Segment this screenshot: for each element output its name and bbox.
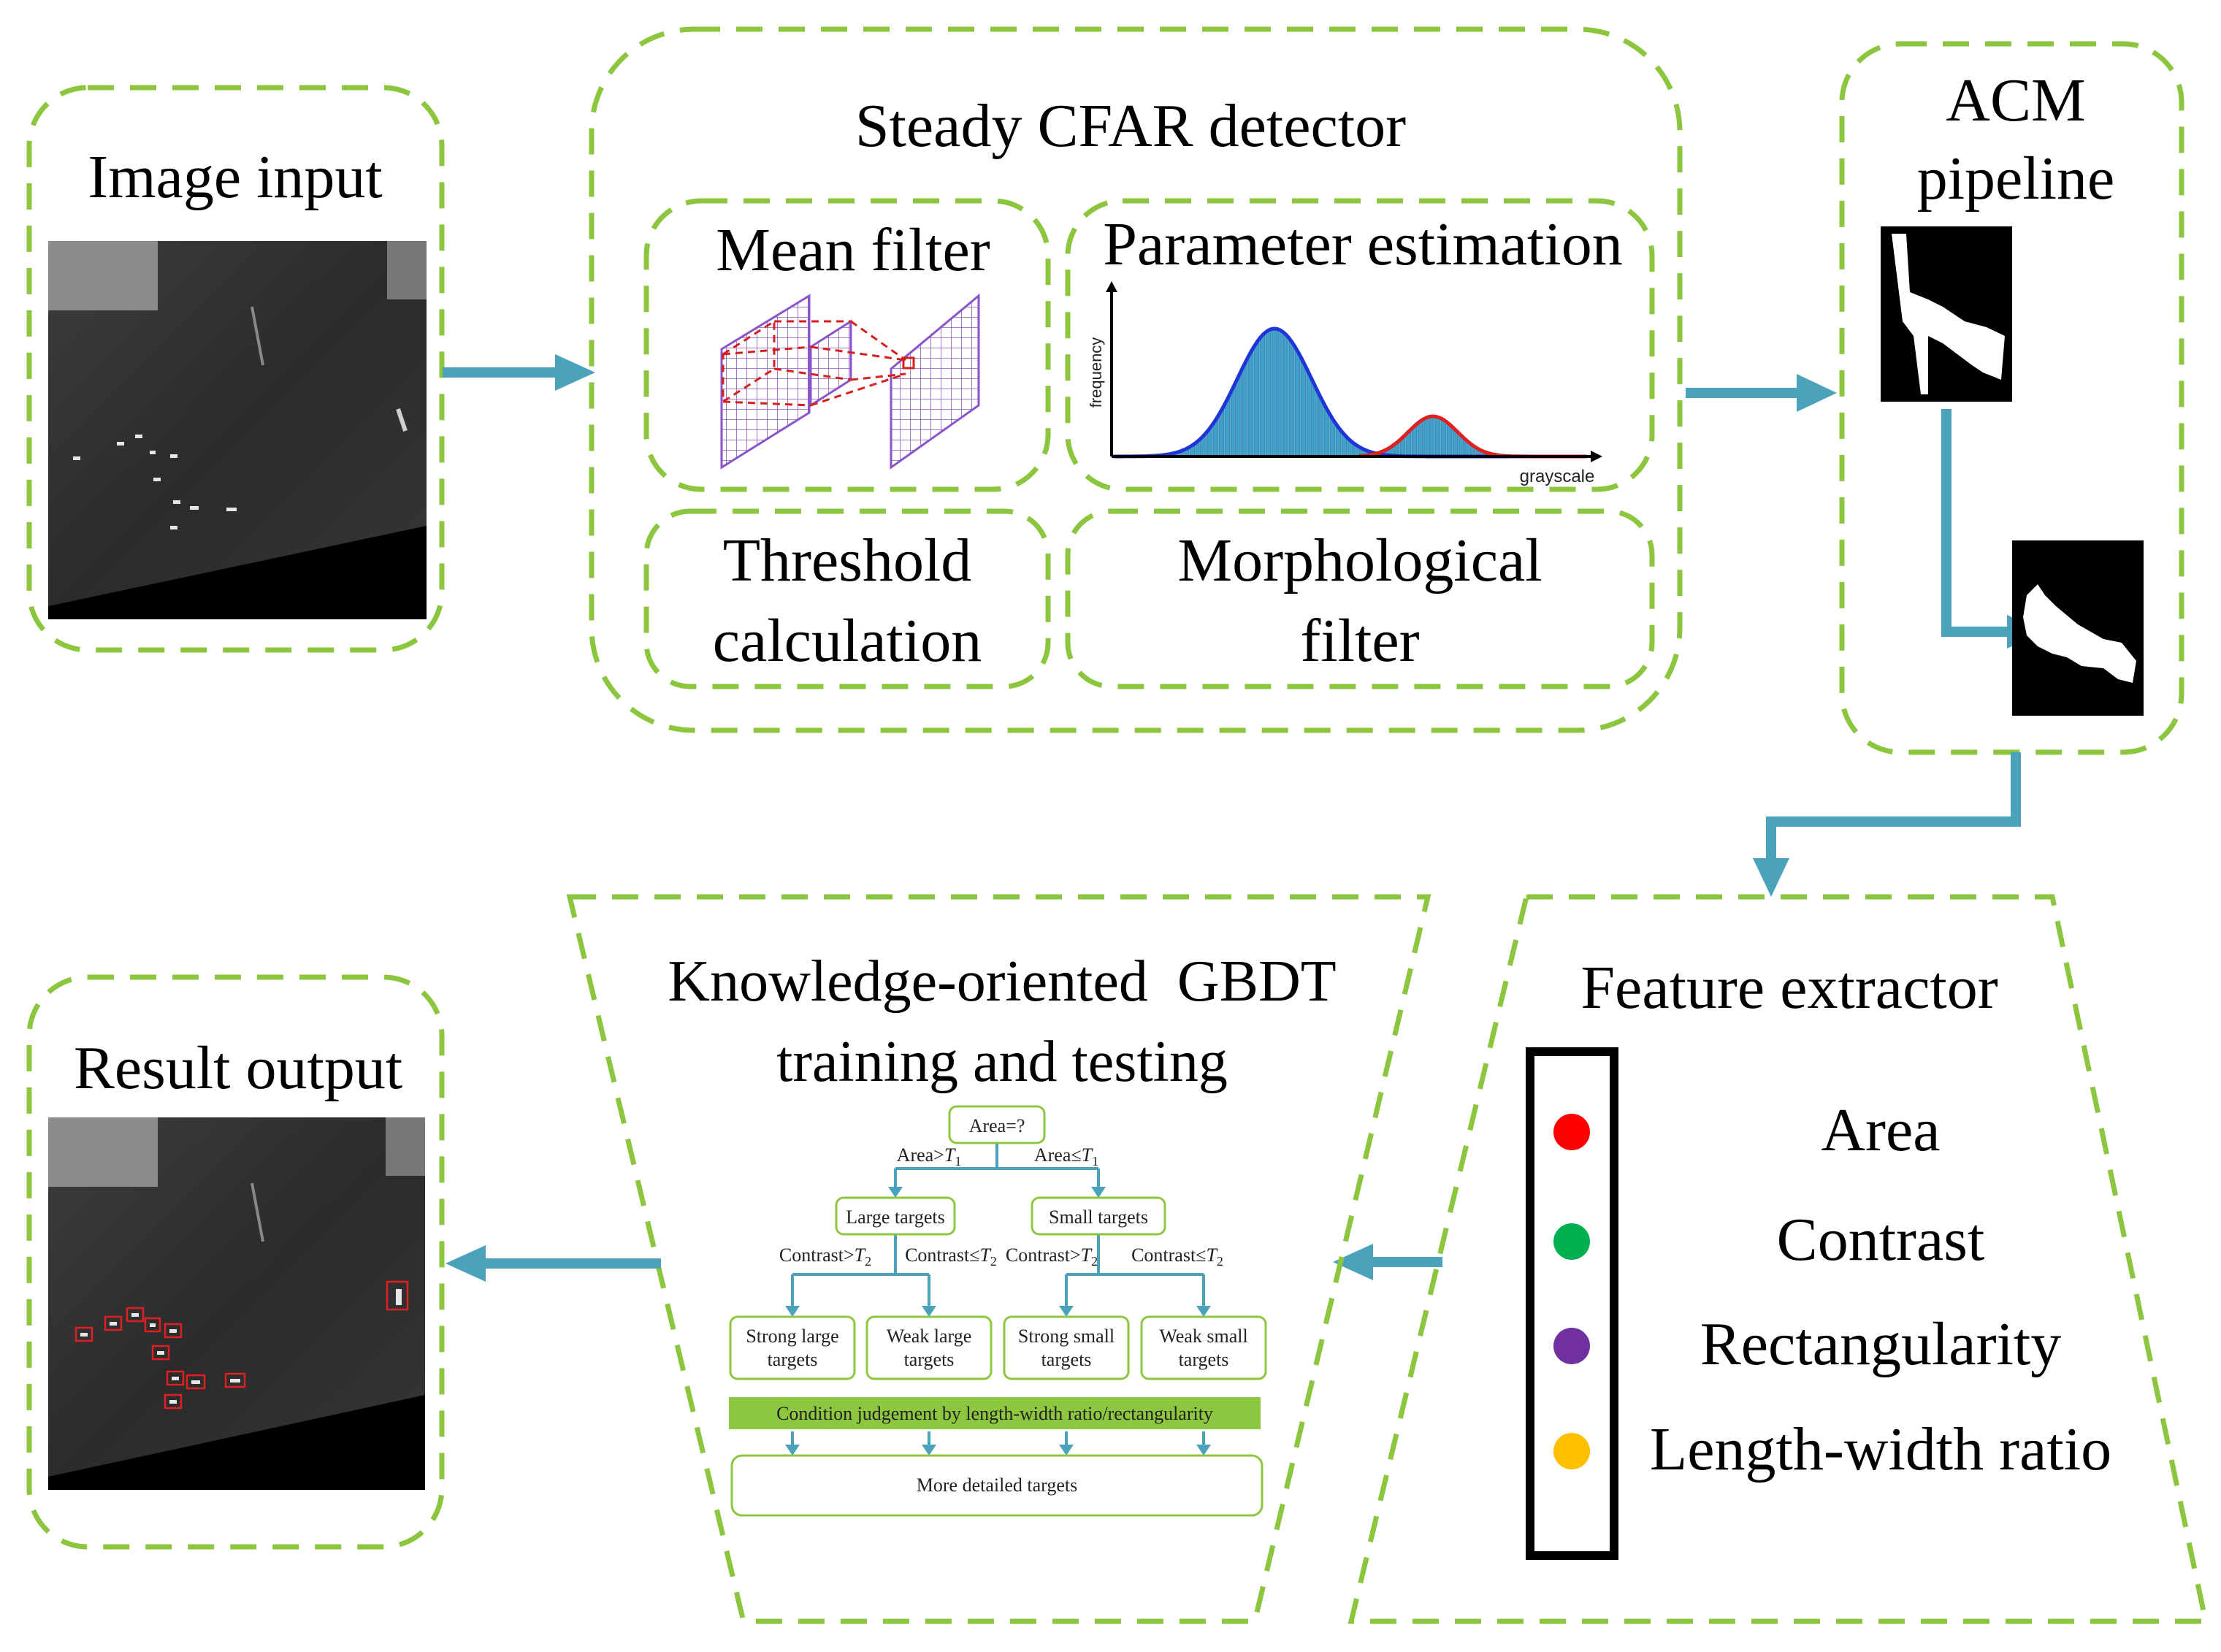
leaf-label-strong-large-1: Strong large xyxy=(746,1326,838,1347)
morph-label-line2: filter xyxy=(1300,607,1419,675)
arrow-feature-to-gbdt xyxy=(1333,1244,1442,1280)
result-dashed-border xyxy=(26,974,445,1550)
acm-title-line2: pipeline xyxy=(1917,145,2115,213)
decision-tree: Area=? Area>T1 Area≤T1 Large targets Sma… xyxy=(729,1105,1267,1517)
cfar-detector-panel: Steady CFAR detector Mean filter Para xyxy=(589,26,1683,733)
feature-label-area: Area xyxy=(1821,1096,1940,1164)
root-node xyxy=(948,1105,1046,1144)
gbdt-dashed-border xyxy=(566,894,1431,1624)
feature-dashed-border xyxy=(1347,894,2209,1624)
acm-mask-refined xyxy=(2012,540,2144,716)
parameter-estimation-box xyxy=(1065,198,1655,492)
root-node-label: Area=? xyxy=(969,1115,1025,1136)
leaf-label-weak-small-2: targets xyxy=(1179,1349,1229,1370)
input-grid xyxy=(720,294,811,470)
histogram-bars xyxy=(1114,329,1589,456)
feature-dot-rectangularity xyxy=(1553,1328,1590,1364)
leaf-node-weak-large xyxy=(865,1315,993,1380)
hist-y-label: frequency xyxy=(1087,337,1105,408)
branch-right-label: Area≤T1 xyxy=(1034,1144,1098,1169)
leaf-label-weak-small-1: Weak small xyxy=(1159,1326,1247,1347)
leaf-label-strong-large-2: targets xyxy=(768,1349,818,1370)
result-output-panel: Result output xyxy=(26,974,445,1550)
leaf-label-weak-large-2: targets xyxy=(904,1349,955,1370)
leaf-node-strong-small xyxy=(1003,1315,1130,1380)
contrast-le-right: Contrast≤T2 xyxy=(1131,1244,1223,1269)
arrow-gbdt-to-result xyxy=(446,1245,661,1282)
feature-dot-area xyxy=(1553,1114,1590,1150)
feature-label-length-width-ratio: Length-width ratio xyxy=(1650,1415,2111,1483)
leaf-label-weak-large-1: Weak large xyxy=(887,1326,972,1347)
gbdt-title-line1: Knowledge-oriented GBDT xyxy=(668,949,1336,1014)
leaf-node-strong-large xyxy=(729,1315,856,1380)
acm-pipeline-panel: ACM pipeline xyxy=(1839,41,2184,755)
contrast-gt-left: Contrast>T2 xyxy=(779,1244,871,1269)
parameter-estimation-label: Parameter estimation xyxy=(1103,210,1622,278)
image-input-title: Image input xyxy=(88,143,383,211)
hist-x-label: grayscale xyxy=(1520,467,1595,486)
morph-label-line1: Morphological xyxy=(1177,527,1542,594)
threshold-calculation-box xyxy=(643,508,1051,689)
contrast-le-left: Contrast≤T2 xyxy=(905,1244,997,1269)
feature-extractor-panel: Feature extractor AreaContrastRectangula… xyxy=(1347,894,2209,1624)
threshold-label-line2: calculation xyxy=(713,607,982,675)
large-targets-label: Large targets xyxy=(846,1207,944,1228)
morphological-filter-box xyxy=(1065,508,1655,689)
gbdt-panel: Knowledge-oriented GBDT training and tes… xyxy=(566,894,1431,1624)
feature-dot-length-width-ratio xyxy=(1553,1433,1590,1469)
result-title: Result output xyxy=(74,1034,402,1102)
sar-result-image xyxy=(48,1117,425,1490)
leaf-label-strong-small-2: targets xyxy=(1041,1349,1092,1370)
acm-mask-initial xyxy=(1881,226,2012,402)
histogram-plot: frequency grayscale xyxy=(1087,281,1602,486)
small-targets-label: Small targets xyxy=(1049,1207,1148,1228)
feature-title: Feature extractor xyxy=(1580,954,1998,1022)
feature-label-contrast: Contrast xyxy=(1777,1206,1985,1274)
arrow-acm-to-feature xyxy=(1753,752,2021,897)
branch-left-label: Area>T1 xyxy=(897,1144,962,1169)
leaf-label-strong-small-1: Strong small xyxy=(1018,1326,1115,1347)
feature-label-rectangularity: Rectangularity xyxy=(1700,1310,2061,1378)
cfar-dashed-border xyxy=(589,26,1683,733)
window-grid xyxy=(809,319,852,408)
contrast-gt-right: Contrast>T2 xyxy=(1006,1244,1098,1269)
leaf-node-weak-small xyxy=(1140,1315,1267,1380)
cfar-title: Steady CFAR detector xyxy=(855,92,1406,160)
small-targets-node xyxy=(1031,1196,1166,1236)
detailed-targets-label: More detailed targets xyxy=(917,1475,1077,1496)
gbdt-title-line2: training and testing xyxy=(776,1030,1228,1094)
blue-distribution-curve xyxy=(1114,326,1587,459)
feature-dot-contrast xyxy=(1553,1223,1590,1260)
mean-filter-label: Mean filter xyxy=(716,216,990,284)
feature-legend-bar xyxy=(1526,1047,1618,1560)
condition-label: Condition judgement by length-width rati… xyxy=(776,1403,1213,1424)
output-grid xyxy=(890,293,980,470)
arrow-cfar-to-acm xyxy=(1686,374,1837,412)
large-targets-node xyxy=(835,1196,956,1236)
image-input-panel: Image input xyxy=(26,85,445,653)
arrow-input-to-cfar xyxy=(443,354,595,391)
mean-filter-box xyxy=(643,198,1051,492)
acm-title-line1: ACM xyxy=(1946,66,2085,134)
sar-input-image xyxy=(48,241,427,619)
threshold-label-line1: Threshold xyxy=(723,527,972,594)
detailed-targets-node xyxy=(730,1454,1264,1517)
condition-bar xyxy=(729,1397,1261,1429)
mean-filter-illustration xyxy=(720,293,980,470)
image-input-dashed-border xyxy=(26,85,445,653)
